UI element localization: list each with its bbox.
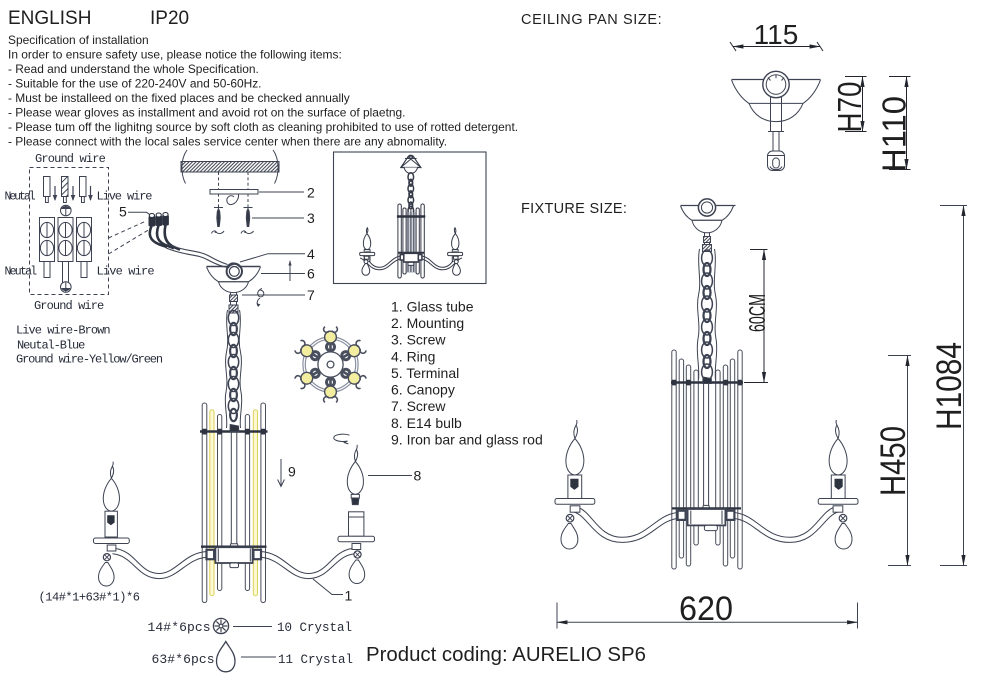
svg-text:FIXTURE SIZE:: FIXTURE SIZE: xyxy=(521,201,627,217)
svg-text:10 Crystal: 10 Crystal xyxy=(277,621,352,635)
svg-text:63#*6pcs: 63#*6pcs xyxy=(152,652,215,667)
svg-text:7. Screw: 7. Screw xyxy=(391,398,446,414)
svg-text:Specification of installation: Specification of installation xyxy=(8,33,149,47)
svg-text:H70: H70 xyxy=(831,82,868,133)
svg-text:3. Screw: 3. Screw xyxy=(391,332,446,348)
svg-text:60CM: 60CM xyxy=(744,294,770,332)
svg-text:Ground wire: Ground wire xyxy=(34,299,104,313)
svg-text:3: 3 xyxy=(307,210,315,226)
svg-text:5: 5 xyxy=(119,204,127,220)
svg-text:6. Canopy: 6. Canopy xyxy=(391,382,455,398)
svg-text:ENGLISH: ENGLISH xyxy=(8,8,91,29)
svg-text:H110: H110 xyxy=(876,96,913,172)
svg-text:Neutal: Neutal xyxy=(5,191,36,204)
svg-text:8: 8 xyxy=(414,468,422,484)
svg-text:2: 2 xyxy=(307,185,315,201)
svg-text:In order to ensure safety use,: In order to ensure safety use, please no… xyxy=(8,48,342,62)
svg-text:Ground wire: Ground wire xyxy=(35,152,106,166)
svg-text:- Please wear gloves as instal: - Please wear gloves as installment and … xyxy=(8,106,405,120)
svg-text:5. Terminal: 5. Terminal xyxy=(391,365,459,381)
svg-text:14#*6pcs: 14#*6pcs xyxy=(148,620,211,635)
svg-text:Neutal: Neutal xyxy=(5,266,38,279)
svg-text:1. Glass tube: 1. Glass tube xyxy=(391,299,474,315)
svg-text:4. Ring: 4. Ring xyxy=(391,348,435,364)
svg-text:1: 1 xyxy=(345,588,353,604)
svg-text:- Please connect with the loca: - Please connect with the local sales se… xyxy=(8,135,447,149)
svg-text:- Suitable for the use of 220-: - Suitable for the use of 220-240V and 5… xyxy=(8,77,262,91)
svg-text:IP20: IP20 xyxy=(150,8,189,29)
svg-text:115: 115 xyxy=(754,19,799,50)
svg-text:Neutal-Blue: Neutal-Blue xyxy=(17,339,85,353)
svg-text:Live wire: Live wire xyxy=(97,265,155,279)
svg-text:Live wire: Live wire xyxy=(97,190,153,204)
svg-text:6: 6 xyxy=(307,266,315,282)
svg-text:11 Crystal: 11 Crystal xyxy=(278,653,353,667)
svg-text:620: 620 xyxy=(679,590,733,628)
svg-text:Product coding: AURELIO SP6: Product coding: AURELIO SP6 xyxy=(366,644,646,666)
svg-text:H450: H450 xyxy=(874,426,913,496)
svg-text:- Please tum off the lighitng: - Please tum off the lighitng source by … xyxy=(8,120,518,134)
svg-text:- Read and understand the whol: - Read and understand the whole Specific… xyxy=(8,62,259,76)
svg-text:4: 4 xyxy=(307,246,315,262)
svg-text:2. Mounting: 2. Mounting xyxy=(391,315,464,331)
svg-text:(14#*1+63#*1)*6: (14#*1+63#*1)*6 xyxy=(39,591,140,605)
svg-text:- Must be installeed on the fi: - Must be installeed on the fixed places… xyxy=(8,91,350,105)
svg-text:8. E14 bulb: 8. E14 bulb xyxy=(391,415,462,431)
svg-text:Live wire-Brown: Live wire-Brown xyxy=(16,324,110,338)
svg-text:7: 7 xyxy=(307,287,315,303)
svg-text:H1084: H1084 xyxy=(930,342,969,430)
svg-text:9. Iron bar and glass rod: 9. Iron bar and glass rod xyxy=(391,431,543,447)
svg-text:CEILING PAN SIZE:: CEILING PAN SIZE: xyxy=(521,12,662,28)
svg-text:Ground wire-Yellow/Green: Ground wire-Yellow/Green xyxy=(16,353,163,367)
svg-text:9: 9 xyxy=(288,463,296,479)
